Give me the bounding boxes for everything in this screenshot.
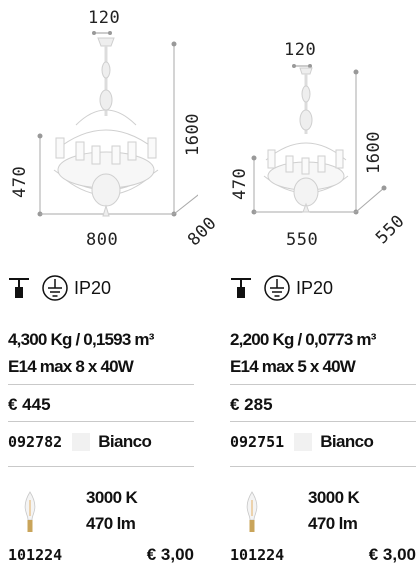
code-finish-row: 092782 Bianco (8, 432, 198, 452)
chandelier-image (263, 67, 349, 213)
product-card-092751: 120 1600 470 550 550 IP20 2,200 Kg / 0,0… (230, 0, 418, 569)
product-code: 092782 (8, 433, 63, 451)
weight-volume: 2,200 Kg / 0,0773 m³ (230, 330, 376, 349)
bulb-lumen: 470 lm (308, 514, 358, 533)
ground-symbol-icon (264, 275, 290, 301)
product-price: € 285 (230, 395, 273, 414)
bulb-lumen: 470 lm (86, 514, 136, 533)
socket-spec: E14 max 5 x 40W (230, 357, 356, 376)
weight-volume: 4,300 Kg / 0,1593 m³ (8, 330, 154, 349)
icons-row: IP20 (8, 270, 111, 306)
socket-spec: E14 max 8 x 40W (8, 357, 134, 376)
bulb-code: 101224 (8, 546, 63, 564)
dim-body-height: 470 (10, 165, 30, 198)
finish-label: Bianco (98, 432, 152, 451)
dim-height: 1600 (183, 113, 203, 156)
ceiling-mount-icon (9, 278, 29, 298)
bulb-price: € 3,00 (146, 545, 194, 564)
dim-width: 550 (286, 230, 319, 250)
code-finish-row: 092751 Bianco (230, 432, 418, 452)
ip-rating: IP20 (74, 277, 112, 298)
bulb-temperature: 3000 K (308, 488, 360, 507)
dim-top-width: 120 (88, 8, 121, 28)
bulb-icon (24, 491, 36, 532)
bulb-temperature: 3000 K (86, 488, 138, 507)
finish-label: Bianco (320, 432, 374, 451)
finish-swatch (294, 433, 313, 451)
dim-top-width: 120 (284, 40, 317, 60)
divider (230, 421, 416, 422)
divider (8, 466, 194, 467)
divider (8, 421, 194, 422)
ip-rating: IP20 (296, 277, 334, 298)
bulb-icon (246, 491, 258, 532)
ceiling-mount-icon (231, 278, 251, 298)
bulb-price: € 3,00 (368, 545, 416, 564)
divider (230, 466, 416, 467)
product-card-092782: 120 1600 470 800 800 IP20 4,300 Kg / 0,1… (8, 0, 221, 569)
icons-row: IP20 (230, 270, 333, 306)
ground-symbol-icon (42, 275, 68, 301)
product-code: 092751 (230, 433, 285, 451)
chandelier-image (53, 37, 159, 217)
divider (8, 384, 194, 385)
divider (230, 384, 416, 385)
bulb-code: 101224 (230, 546, 285, 564)
dim-body-height: 470 (230, 167, 250, 200)
product-price: € 445 (8, 395, 51, 414)
dim-width: 800 (86, 230, 119, 250)
finish-swatch (72, 433, 91, 451)
dim-height: 1600 (364, 131, 384, 174)
